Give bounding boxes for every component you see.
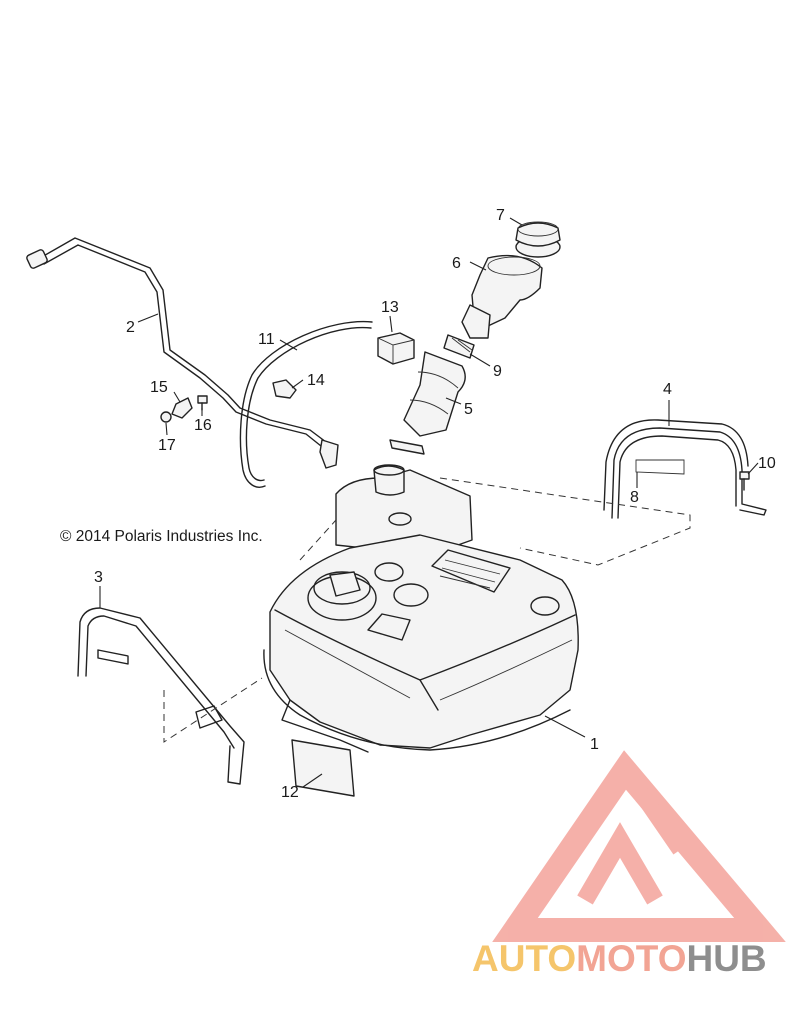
part-3-tank-strap: [77, 607, 245, 785]
watermark-brand-moto: MOTO: [576, 938, 687, 979]
part-2-fuel-line: [26, 237, 339, 469]
watermark-brand: AUTOMOTOHUB: [472, 938, 767, 980]
watermark-logo-icon: [492, 750, 786, 942]
part-7-fuel-cap: [515, 221, 561, 258]
callout-15: 15: [150, 379, 168, 396]
callout-labels: 1 2 3 4 5 6 7 8 9 10 11 12 13 14 15 16 1…: [94, 207, 776, 801]
callout-9: 9: [493, 363, 502, 380]
part-6-filler-neck: [461, 254, 543, 339]
callout-5: 5: [464, 401, 473, 418]
part-9-hose-clamp: [443, 334, 475, 359]
part-11-vent-hose: [239, 320, 373, 488]
fuel-pump-flange-icon: [307, 571, 377, 621]
part-10-bolt: [739, 471, 750, 491]
part-16-bolt: [197, 395, 208, 411]
callout-2: 2: [126, 319, 135, 336]
callout-7: 7: [496, 207, 505, 224]
watermark-brand-auto: AUTO: [472, 938, 577, 979]
callout-13: 13: [381, 299, 399, 316]
assembly-lines: [163, 477, 691, 743]
part-12-decal: [291, 739, 355, 797]
callout-12: 12: [281, 784, 299, 801]
callout-3: 3: [94, 569, 103, 586]
callout-1: 1: [590, 736, 599, 753]
leader-lines: [99, 217, 759, 788]
valve-fitting: [389, 439, 425, 455]
callout-10: 10: [758, 455, 776, 472]
part-1-fuel-tank: [263, 464, 579, 753]
callout-16: 16: [194, 417, 212, 434]
part-14-hose-clip: [272, 379, 297, 399]
callout-11: 11: [258, 331, 275, 348]
part-4-tank-strap: [603, 419, 767, 519]
watermark-brand-hub: HUB: [686, 938, 767, 979]
callout-4: 4: [663, 381, 672, 398]
copyright-notice: © 2014 Polaris Industries Inc.: [60, 528, 263, 545]
part-5-fill-hose: [403, 351, 466, 437]
callout-14: 14: [307, 372, 325, 389]
callout-17: 17: [158, 437, 176, 454]
part-13-foam-block: [377, 332, 415, 365]
callout-6: 6: [452, 255, 461, 272]
part-15-clamp: [171, 397, 193, 419]
callout-8: 8: [630, 489, 639, 506]
part-17-nut: [160, 411, 172, 423]
